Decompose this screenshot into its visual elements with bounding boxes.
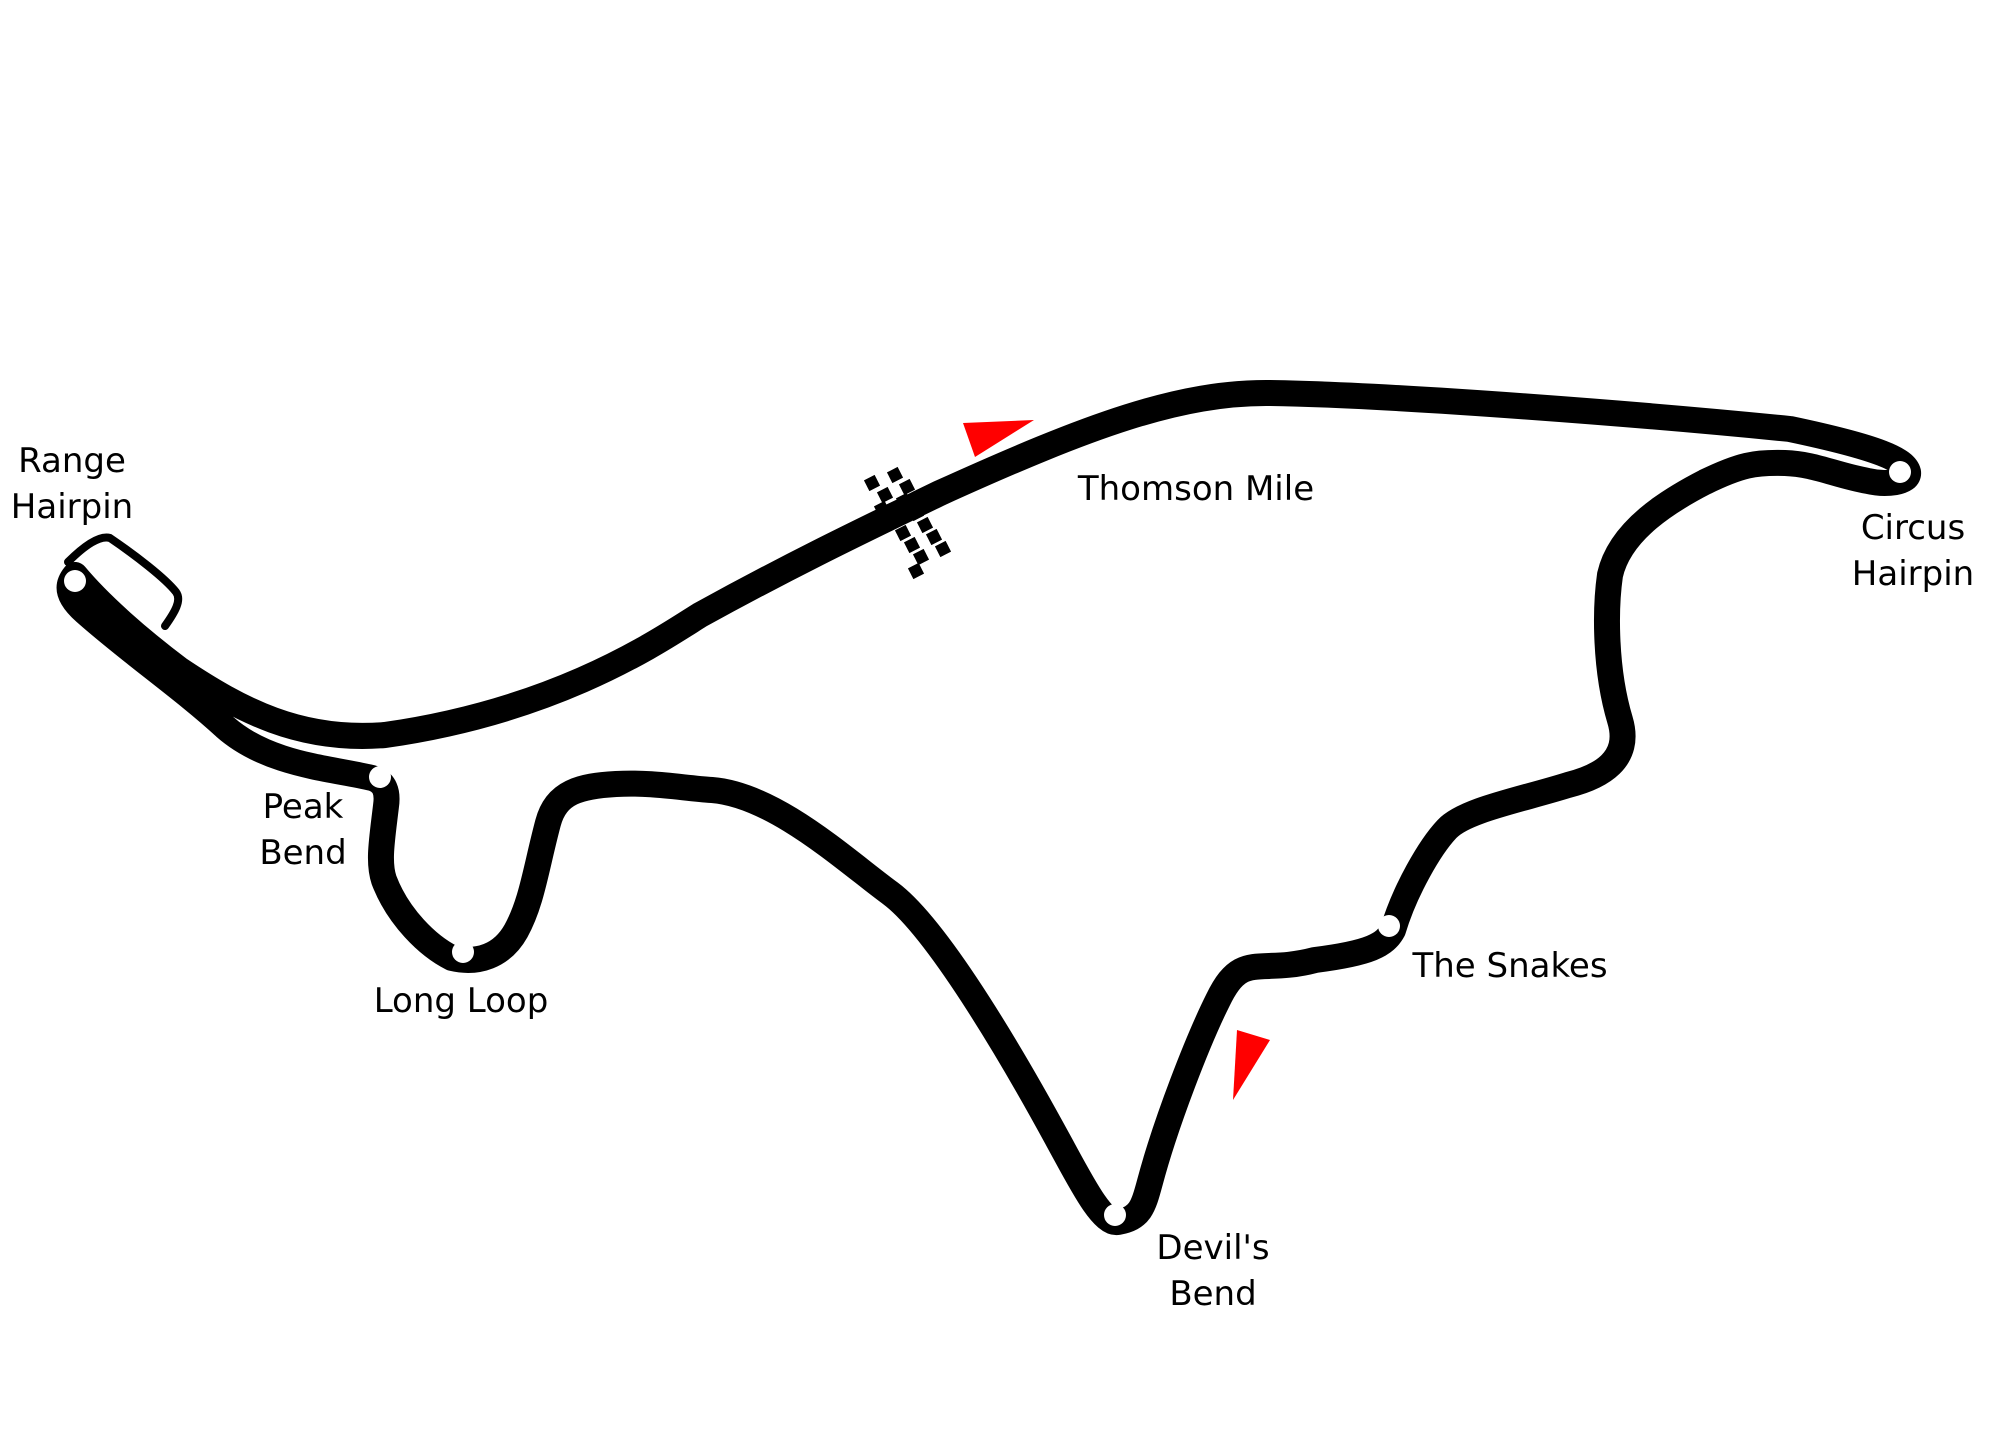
range-hairpin-loop (64, 533, 183, 630)
corner-marker-icon (64, 570, 86, 592)
label-circus-hairpin: Circus Hairpin (1851, 508, 1975, 594)
label-peak-bend: Peak Bend (259, 787, 347, 873)
corner-markers (64, 461, 1911, 1226)
direction-arrow-icon (963, 420, 1034, 457)
corner-marker-icon (1378, 915, 1400, 937)
label-long-loop: Long Loop (373, 981, 549, 1021)
label-thomson-mile: Thomson Mile (1077, 469, 1315, 509)
label-devils-bend: Devil's Bend (1156, 1228, 1270, 1314)
checkered-flag-icon (863, 466, 952, 580)
corner-marker-icon (1104, 1204, 1126, 1226)
label-range-hairpin: Range Hairpin (10, 441, 134, 527)
corner-marker-icon (452, 941, 474, 963)
label-the-snakes: The Snakes (1412, 946, 1608, 986)
corner-marker-icon (369, 766, 391, 788)
corner-marker-icon (1889, 461, 1911, 483)
direction-arrow-icon (1233, 1030, 1270, 1100)
